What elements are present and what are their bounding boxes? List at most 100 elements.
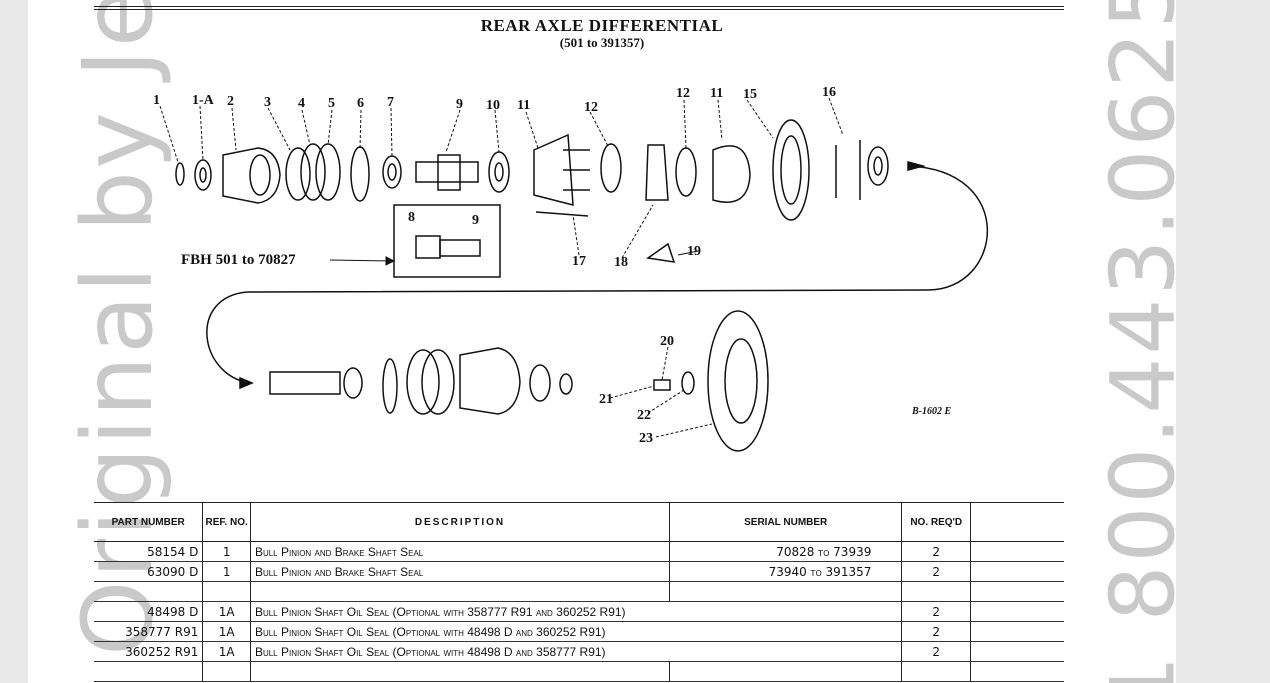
part-shaft-lower (269, 371, 341, 395)
part-bearing-7 (382, 155, 402, 189)
table-row: 358777 R91 1A Bull Pinion Shaft Oil Seal… (94, 621, 1064, 642)
header-no-reqd: NO. REQ'D (901, 502, 971, 542)
label-3: 3 (264, 95, 271, 110)
part-bolt-17 (535, 211, 589, 217)
part-bull-gear-23 (707, 310, 769, 452)
part-gaskets-lower (406, 349, 440, 415)
label-16: 16 (822, 85, 836, 100)
cell-description: Bull Pinion Shaft Oil Seal (Optional wit… (249, 641, 902, 662)
label-5: 5 (328, 96, 335, 111)
cell-part-number (94, 661, 203, 682)
label-15: 15 (743, 87, 757, 102)
cell-ref-no: 1A (202, 641, 251, 662)
top-rule (94, 6, 1064, 7)
cell-description: Bull Pinion Shaft Oil Seal (Optional wit… (249, 601, 902, 622)
table-row: 58154 D 1 Bull Pinion and Brake Shaft Se… (94, 541, 1064, 562)
label-9: 9 (456, 97, 463, 112)
cell-part-number: 48498 D (94, 601, 203, 622)
label-20: 20 (660, 334, 674, 349)
header-serial-number: SERIAL NUMBER (669, 502, 902, 542)
inset-caption: FBH 501 to 70827 (181, 252, 296, 268)
part-bearing-10 (488, 151, 510, 193)
cell-ref-no: 1 (202, 541, 251, 562)
table-row (94, 661, 1064, 682)
table-row (94, 581, 1064, 602)
label-8: 8 (408, 210, 415, 225)
part-pinion-19 (646, 242, 676, 263)
label-10: 10 (486, 98, 500, 113)
label-9b: 9 (472, 213, 479, 228)
parts-table: PART NUMBER REF. NO. DESCRIPTION SERIAL … (94, 502, 1064, 682)
cell-qty (901, 581, 971, 602)
cell-extra (970, 581, 1064, 602)
cell-extra (970, 601, 1064, 622)
inset-box (393, 204, 501, 278)
exploded-parts-diagram: 1 1-A 2 3 4 5 6 7 9 10 11 12 12 11 15 16… (153, 85, 989, 452)
label-18: 18 (614, 255, 628, 270)
cell-ref-no (202, 581, 251, 602)
part-gasket-5 (315, 143, 341, 201)
cell-qty: 2 (901, 621, 971, 642)
part-gasket-4 (300, 143, 326, 201)
cell-description: Bull Pinion Shaft Oil Seal (Optional wit… (249, 621, 902, 642)
cell-extra (970, 661, 1064, 682)
label-1: 1 (153, 93, 160, 108)
cell-extra (970, 641, 1064, 662)
header-description: DESCRIPTION (249, 502, 670, 542)
label-2: 2 (227, 94, 234, 109)
cell-part-number: 58154 D (94, 541, 203, 562)
label-6: 6 (357, 96, 364, 111)
cell-description (249, 581, 670, 602)
cell-qty: 2 (901, 641, 971, 662)
cell-description: Bull Pinion and Brake Shaft Seal (249, 561, 670, 582)
label-12b: 12 (676, 86, 690, 101)
cell-description (249, 661, 670, 682)
cell-qty: 2 (901, 541, 971, 562)
part-housing-lower (459, 347, 521, 415)
cell-part-number: 358777 R91 (94, 621, 203, 642)
label-12: 12 (584, 100, 598, 115)
part-spider-18 (645, 144, 669, 201)
part-washer-22 (681, 371, 695, 395)
cell-qty: 2 (901, 601, 971, 622)
label-19: 19 (687, 244, 701, 259)
part-gear-12 (600, 143, 622, 193)
label-11: 11 (517, 98, 530, 113)
page-subtitle: (501 to 391357) (559, 35, 645, 50)
header-extra (970, 502, 1064, 542)
cell-part-number (94, 581, 203, 602)
cell-extra (970, 561, 1064, 582)
label-22: 22 (637, 408, 651, 423)
part-shaft-9 (415, 161, 479, 183)
part-seal-1 (175, 162, 185, 186)
part-housing-2 (222, 147, 281, 204)
part-ring-gear-15 (772, 119, 810, 221)
part-seal-1a (194, 159, 212, 191)
table-row: 63090 D 1 Bull Pinion and Brake Shaft Se… (94, 561, 1064, 582)
label-21: 21 (599, 392, 613, 407)
cell-serial-number (669, 661, 902, 682)
table-row: 360252 R91 1A Bull Pinion Shaft Oil Seal… (94, 641, 1064, 662)
page-title: REAR AXLE DIFFERENTIAL (480, 16, 724, 35)
cell-ref-no: 1A (202, 621, 251, 642)
cell-qty (901, 661, 971, 682)
cell-qty: 2 (901, 561, 971, 582)
top-rule-2 (94, 9, 1064, 10)
part-gasket-3 (285, 147, 311, 201)
flow-arrow (206, 165, 989, 384)
table-header: PART NUMBER REF. NO. DESCRIPTION SERIAL … (94, 502, 1064, 542)
table-row: 48498 D 1A Bull Pinion Shaft Oil Seal (O… (94, 601, 1064, 622)
part-case-11 (533, 133, 574, 206)
figure-code: B-1602 E (911, 406, 952, 417)
header-part-number: PART NUMBER (94, 502, 203, 542)
part-case-11b (712, 145, 751, 203)
cell-ref-no (202, 661, 251, 682)
label-23: 23 (639, 431, 653, 446)
label-17: 17 (572, 254, 586, 269)
cell-serial-number (669, 581, 902, 602)
document-page: Original by Jensal 1 800.443.0625 REAR A… (28, 0, 1176, 683)
part-gear-12b (675, 147, 697, 197)
cell-extra (970, 621, 1064, 642)
cell-ref-no: 1 (202, 561, 251, 582)
cell-ref-no: 1A (202, 601, 251, 622)
